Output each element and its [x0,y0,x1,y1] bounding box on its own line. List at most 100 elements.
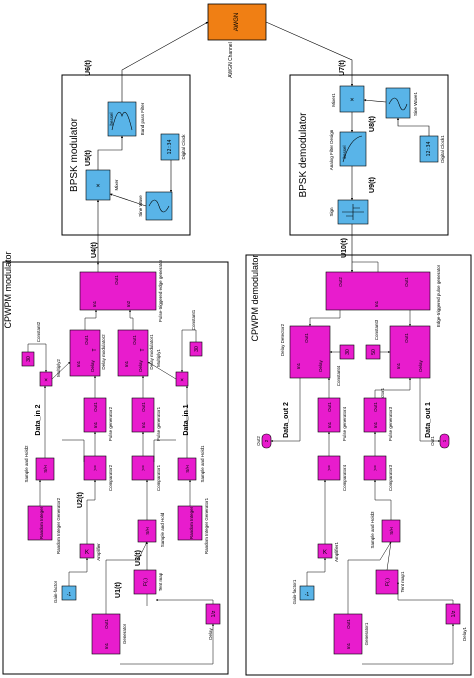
awgn-channel-block[interactable] [207,3,267,41]
delay1-label: Delay1 [462,627,467,642]
svg-text:>=: >= [93,465,99,471]
cpwpm-demodulator-title: CPWPM demodulator [250,254,260,341]
generator1-block[interactable] [333,613,363,655]
svg-text:T: T [92,348,98,351]
tent-map-block[interactable] [133,569,157,595]
svg-text:12:34: 12:34 [426,141,432,156]
pulse-gen4-label: Pulse generator4 [342,406,347,441]
svg-text:In2: In2 [126,300,131,307]
gain-factor1-label: Gain-factor1 [292,579,297,604]
mixer1-label: Mixer1 [331,93,336,107]
svg-text:U7(t): U7(t) [339,60,346,76]
svg-text:>=: >= [327,465,333,471]
sample-hold2-text: S/H [43,465,48,473]
svg-text:Pulse-triggered edge generator: Pulse-triggered edge generator [158,259,163,322]
svg-text:AWGN Channel: AWGN Channel [228,42,234,77]
generator1-out: Out1 [346,619,351,629]
svg-text:In1: In1 [124,360,129,367]
pulse-gen3-out: Out1 [373,402,378,412]
generator-in: In1 [104,642,109,649]
generator-label: Generator [122,623,127,644]
svg-text:Amplifier1: Amplifier1 [334,542,339,563]
sample-hold-text: S/H [145,527,150,535]
delay-text: 1/z [211,610,217,617]
pulse-gen2-in: In1 [93,421,98,428]
svg-text:Mixer: Mixer [114,179,119,191]
lowpass-filter-block[interactable] [339,131,367,167]
svg-text:Delay modulator2: Delay modulator2 [101,334,106,370]
svg-text:U2(t): U2(t) [77,492,84,508]
svg-text:Comparator2: Comparator2 [108,464,113,491]
svg-text:In1: In1 [296,362,301,369]
svg-text:Out1: Out1 [132,335,137,345]
cpwpm-modulator-wires [27,261,214,665]
svg-text:Edge-triggered pulse generator: Edge-triggered pulse generator [436,264,441,327]
svg-text:F(.): F(.) [143,578,149,586]
svg-text:30: 30 [194,346,200,352]
edge-pulse-label: Edge-triggered pulse generator [436,264,441,327]
svg-text:Delay: Delay [208,628,213,640]
svg-text:CPWPM demodulator: CPWPM demodulator [250,254,260,341]
rand-int2-label: Random Integer Generator2 [56,497,61,554]
gain-factor-label: Gain-factor [53,580,58,603]
digital-clock-block[interactable] [160,133,180,161]
sample-hold3-text: S/H [389,527,394,535]
pulse-edge-in1: In1 [92,300,97,307]
svg-text:In1: In1 [327,421,332,428]
u8-label: U8(t) [369,116,376,132]
delay-mod2-tau: T [92,348,98,351]
digital-clock1-label: Digital Clock1 [440,135,445,163]
multiply1-sign: × [180,378,184,384]
data-out-1-label: Data_out 1 [425,402,432,438]
edge-pulse-generator-block[interactable] [325,271,431,311]
svg-text:Pulse generator3: Pulse generator3 [388,406,393,441]
sine-to-mixer-line [109,193,147,207]
u5-line [97,135,124,170]
svg-text:Tent map1: Tent map1 [400,571,405,593]
sine-wave1-block[interactable] [385,87,411,119]
svg-text:U10(t): U10(t) [341,238,348,258]
svg-text:Out1: Out1 [346,619,351,629]
u4-label: U4(t) [91,242,98,258]
svg-text:F(.): F(.) [385,578,391,586]
u9-label: U9(t) [369,177,376,193]
data-in-2-label: Data_in 2 [35,404,42,435]
out1-port-number: 1 [442,439,447,442]
svg-text:30: 30 [26,356,32,362]
u7-label: U7(t) [339,60,346,76]
pulse-gen3-label: Pulse generator3 [388,406,393,441]
pulse-gen4-out: Out1 [327,402,332,412]
delay-det2-in: In1 [296,362,301,369]
svg-text:Gain-factor: Gain-factor [53,580,58,603]
awgn-label: AWGN Channel [228,42,234,77]
digital-clock-value: 12:34 [167,139,173,154]
clock1-to-sine1-line [396,117,430,136]
sample-hold-label: Sample and Hold [160,512,165,547]
svg-text:Digital Clock: Digital Clock [181,134,186,160]
sign-label: Sign [329,207,334,217]
comparator1-label: Comparator1 [156,464,161,491]
amplifier-text: K [85,550,89,556]
lowpass-label: Analog Filter Design [329,129,334,170]
out2-port-number: 2 [264,439,269,442]
pulse-edge-generator-block[interactable] [79,271,157,311]
svg-text:Out1: Out1 [114,275,119,285]
delay-det1-delay: Delay [418,360,423,372]
svg-text:In1: In1 [373,421,378,428]
sample-hold1-text: S/H [185,465,190,473]
svg-text:BPSK modulator: BPSK modulator [69,117,80,192]
sign-function-icon [342,204,364,220]
delay-detector1-block[interactable] [389,325,431,379]
svg-text:Multiply2: Multiply2 [56,359,61,377]
random-integer-generator2-block[interactable] [27,505,53,541]
delay-detector2-block[interactable] [289,325,331,379]
comparator4-sign: >= [327,465,333,471]
svg-text:U5(t): U5(t) [85,150,92,166]
delay-mod1-delay: Delay [138,360,143,372]
svg-text:In1: In1 [104,642,109,649]
edge-pulse-in: In1 [374,300,379,307]
data-out-2-label: Data_out 2 [283,402,290,438]
svg-text:Delay: Delay [318,360,323,372]
delay-mod2-delay: Delay [90,360,95,372]
generator-block[interactable] [91,613,121,655]
